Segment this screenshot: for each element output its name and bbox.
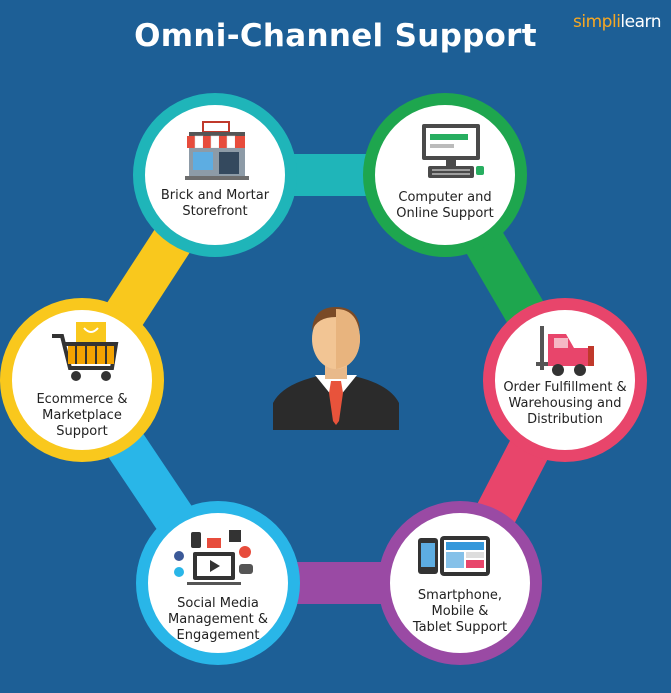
label-brick: Brick and Mortar Storefront [145,188,285,220]
shopping-cart-icon [52,322,119,381]
label-line: Ecommerce & [36,392,128,407]
simplilearn-logo: simplilearn [573,12,661,32]
label-ecommerce: Ecommerce & Marketplace Support [12,392,152,440]
devices-icon [418,536,490,576]
node-order [483,298,647,462]
label-line: Engagement [176,628,260,643]
label-line: Smartphone, [417,588,503,603]
label-line: Management & [168,612,268,627]
label-line: Mobile & [431,604,489,619]
computer-icon [422,124,484,178]
label-line: Computer and [398,190,492,205]
label-line: Order Fulfillment & [503,380,627,395]
label-line: Tablet Support [412,620,508,635]
label-line: Distribution [527,412,603,427]
page-title: Omni-Channel Support [134,18,537,54]
label-line: Warehousing and [508,396,622,411]
logo-text-sep: i [616,12,621,32]
label-order: Order Fulfillment & Warehousing and Dist… [495,380,635,428]
label-line: Storefront [182,204,248,219]
label-smartphone: Smartphone, Mobile & Tablet Support [390,588,530,636]
label-line: Social Media [177,596,259,611]
forklift-icon [536,326,594,376]
businessman-icon [273,307,399,430]
label-line: Online Support [396,206,494,221]
logo-text-end: learn [620,12,661,32]
label-line: Brick and Mortar [160,188,270,203]
node-ecommerce [0,298,164,462]
node-smartphone [378,501,542,665]
label-line: Marketplace [42,408,122,423]
social-media-icon [174,530,253,585]
label-social: Social Media Management & Engagement [148,596,288,644]
label-line: Support [56,424,108,439]
label-computer: Computer and Online Support [375,190,515,222]
logo-text-main: simpl [573,12,617,32]
storefront-icon [185,121,249,180]
